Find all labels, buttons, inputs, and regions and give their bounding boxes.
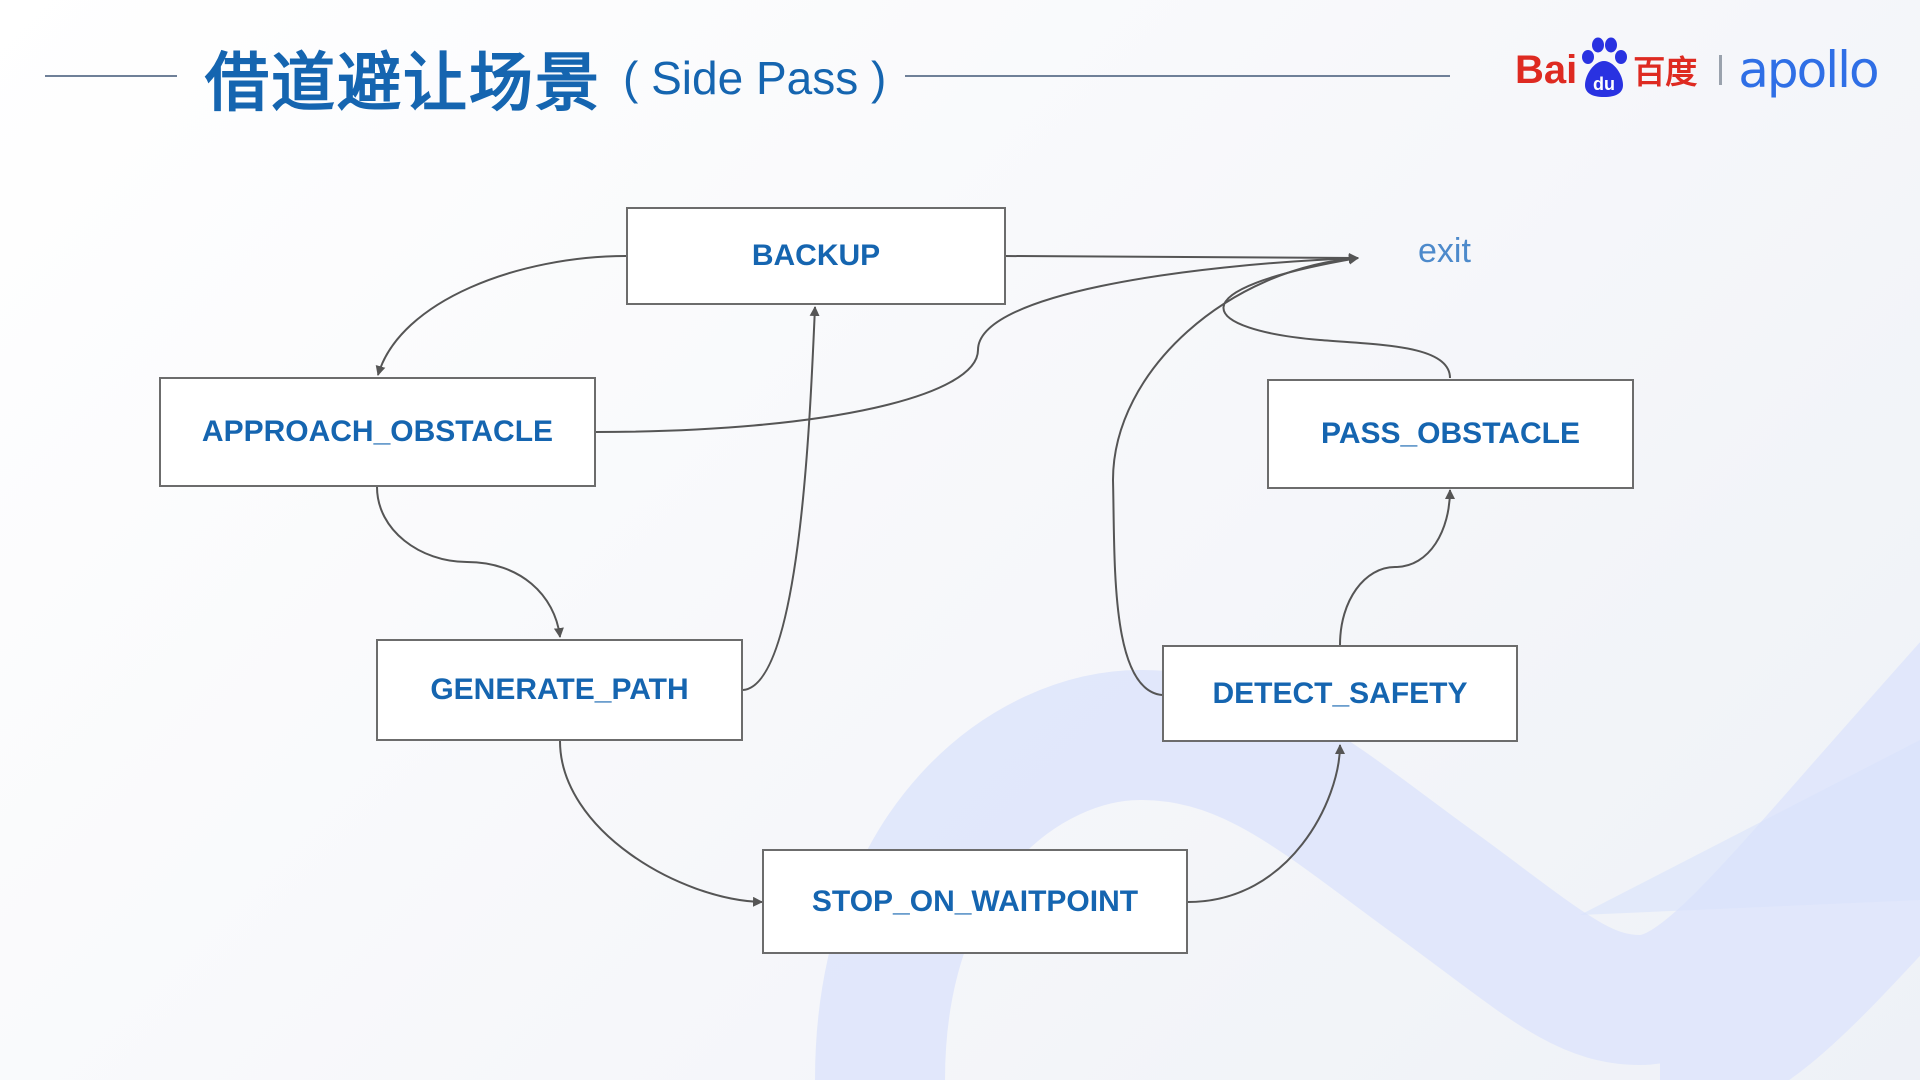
apollo-logo: apollo [1738,41,1879,99]
node-approach-obstacle: APPROACH_OBSTACLE [159,377,596,487]
edge-pass-obstacle-to-exit [1222,254,1451,379]
edge-approach-obstacle-to-exit [594,253,1359,433]
node-detect-safety: DETECT_SAFETY [1162,645,1518,742]
edge-generate-path-to-backup [742,306,820,691]
node-backup: BACKUP [626,207,1006,305]
header-rule-right [905,75,1450,77]
edge-generate-path-to-stop-on-waitpoint [559,740,763,907]
baidu-paw-icon: du [1582,37,1628,97]
title-chinese: 借道避让场景 [205,47,601,121]
edge-backup-to-exit [1004,252,1359,263]
baidu-chinese: 百度 [1633,53,1698,91]
logo-separator [1719,55,1723,85]
node-generate-path: GENERATE_PATH [376,639,743,741]
edge-backup-to-approach-obstacle [375,255,627,376]
edge-detect-safety-to-pass-obstacle [1339,489,1455,646]
baidu-logo: Bai du 百度 [1515,35,1697,105]
baidu-wordmark: Bai [1515,47,1578,92]
header-rule-left [45,75,177,77]
edge-stop-on-waitpoint-to-detect-safety [1187,744,1345,903]
edge-approach-obstacle-to-generate-path [376,486,564,638]
node-pass-obstacle: PASS_OBSTACLE [1267,379,1634,489]
slide-title: 借道避让场景 ( Side Pass ) [205,38,887,121]
baidu-paw-text: du [1593,74,1615,94]
title-english: ( Side Pass ) [623,52,887,104]
node-stop-on-waitpoint: STOP_ON_WAITPOINT [762,849,1188,954]
brand-logo: Bai du 百度 apollo [1515,30,1880,110]
exit-label: exit [1418,232,1471,270]
edge-detect-safety-to-exit [1111,253,1359,696]
